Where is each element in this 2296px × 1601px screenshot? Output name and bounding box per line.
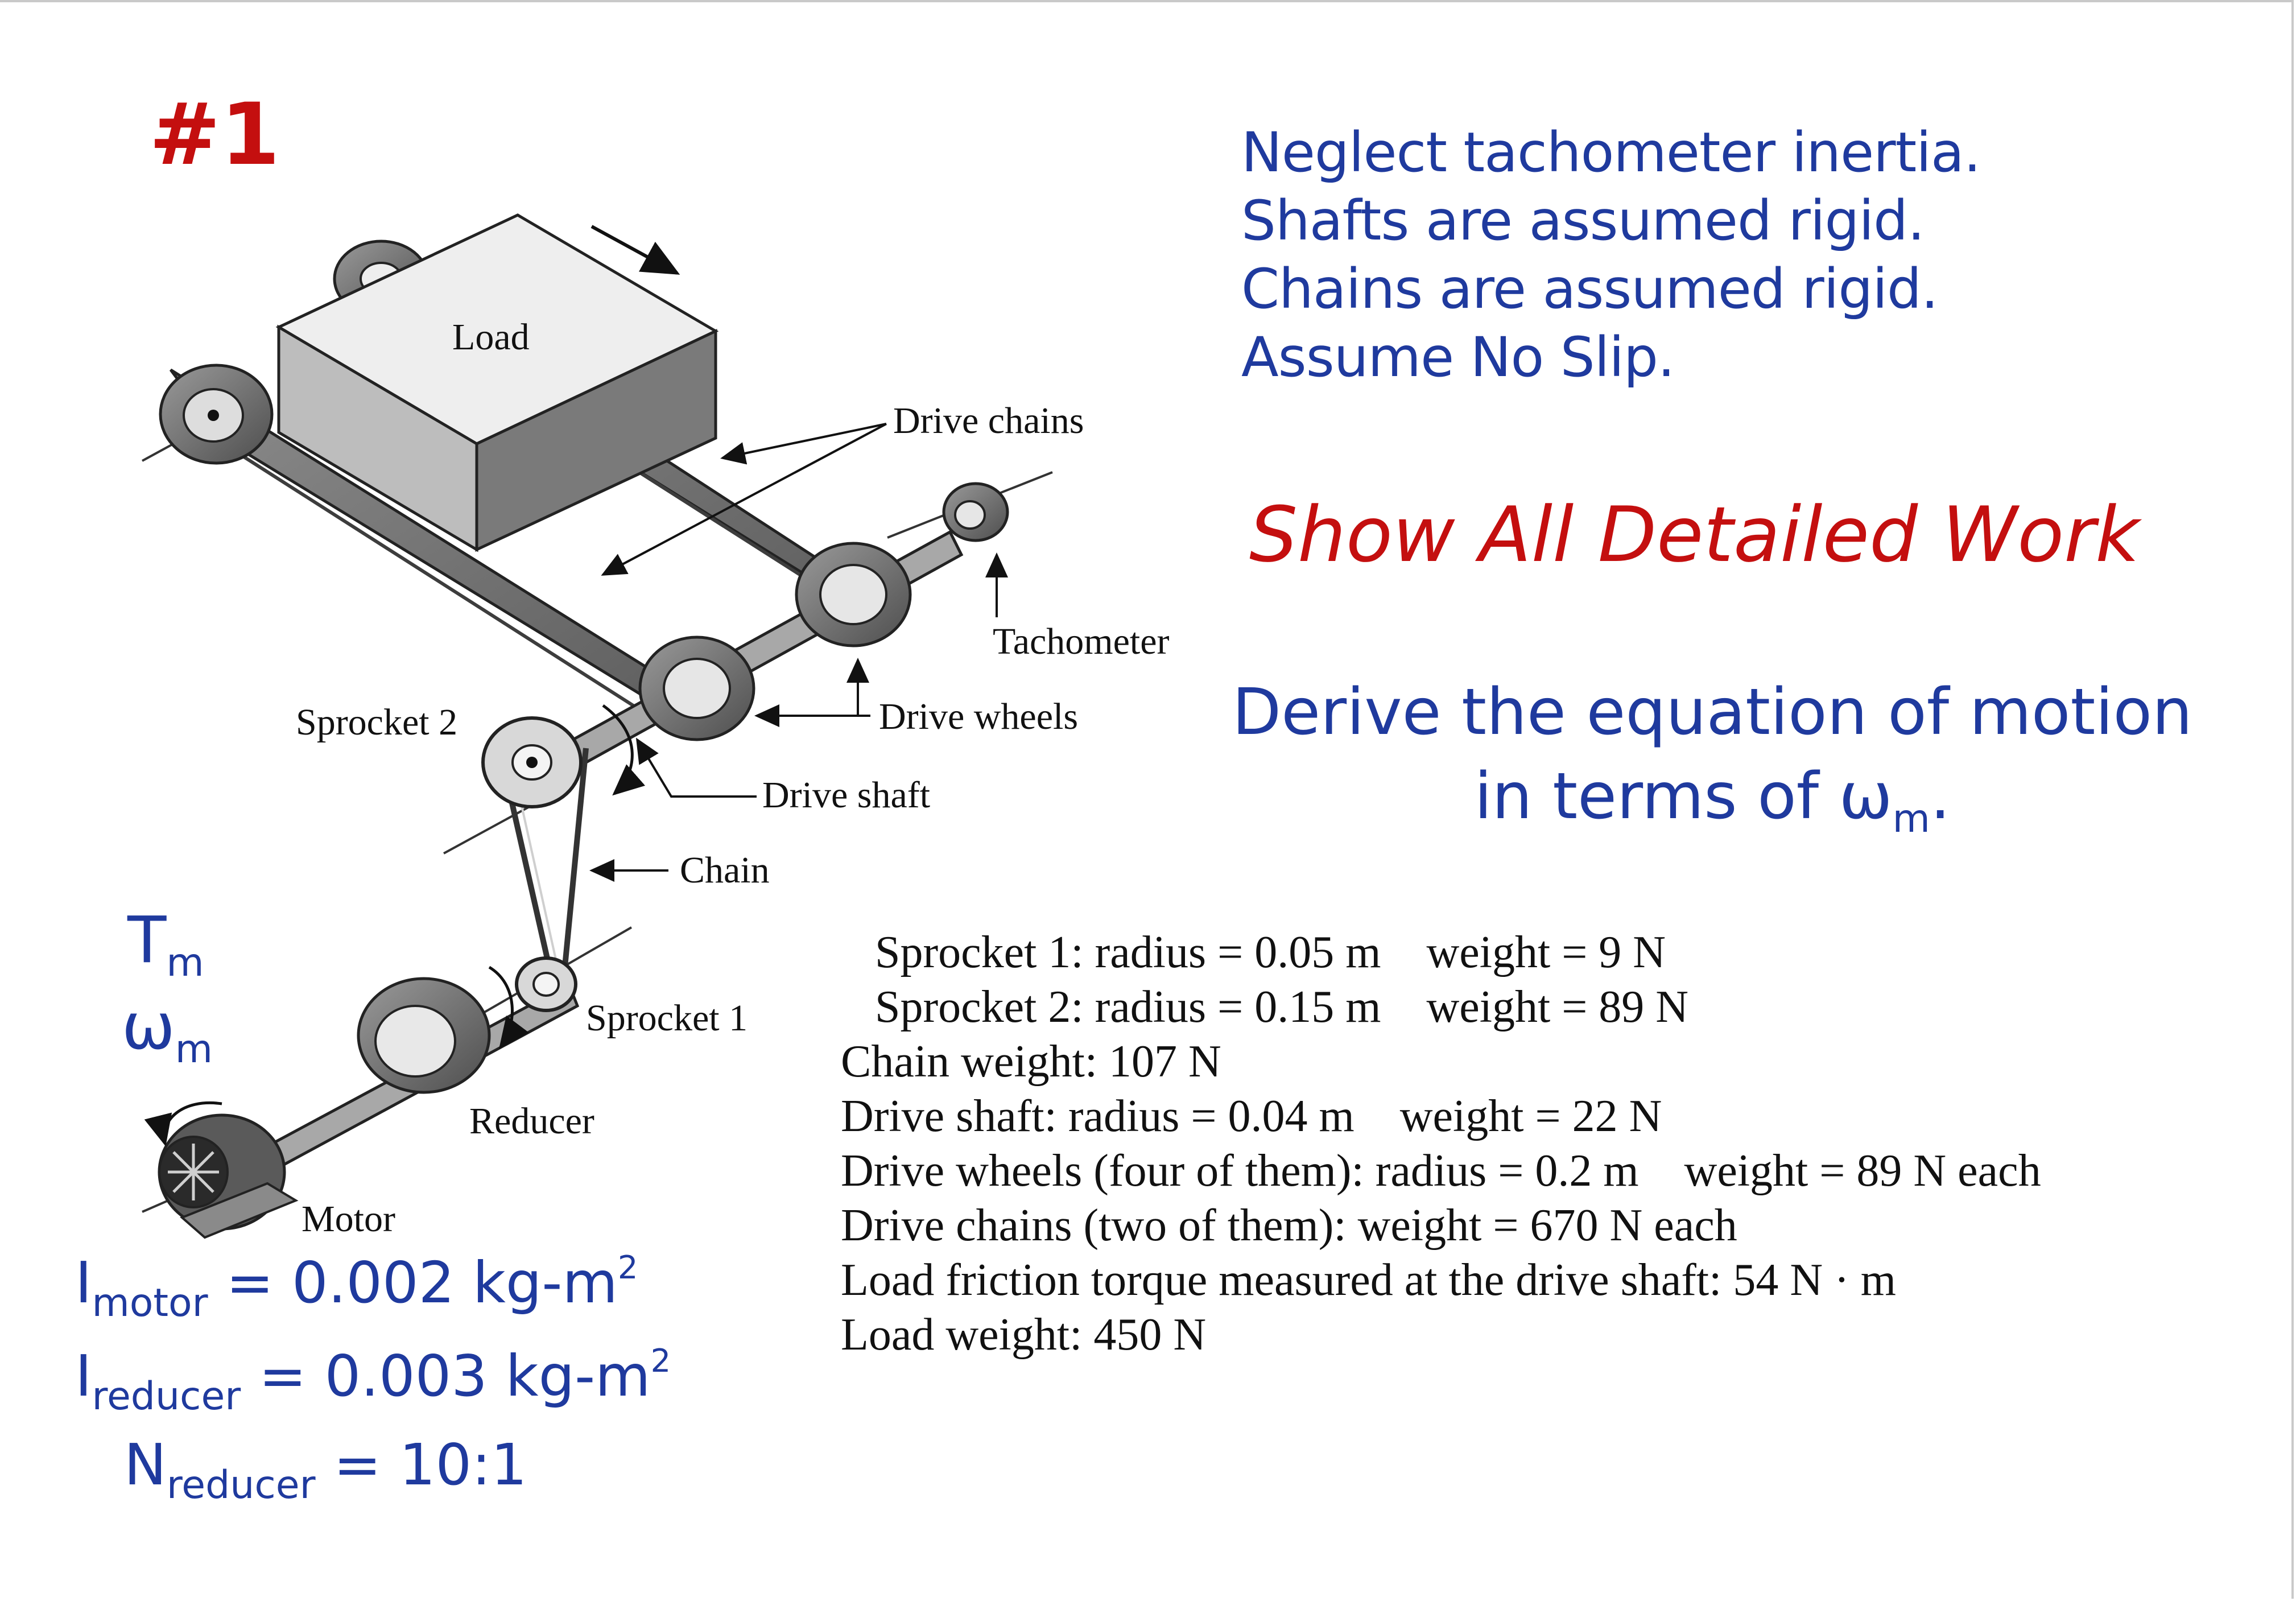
drive-wheels-label: Drive wheels [879,696,1079,737]
motor-inertia: Imotor = 0.002 kg-m2 [75,1249,638,1326]
assumption-item: Neglect tachometer inertia. [1241,121,1981,184]
motor-rotation-arrow [144,1101,222,1146]
motor-speed-symbol: ωm [122,990,213,1072]
parameter-list: Sprocket 1: radius = 0.05 m weight = 9 N… [841,925,2041,1362]
parameter-line: Drive wheels (four of them): radius = 0.… [841,1146,2041,1196]
drive-wheels [638,542,912,741]
motor-torque-symbol: Tm [127,903,204,985]
parameter-line: Load weight: 450 N [841,1310,1207,1360]
load-box [275,213,719,552]
motor-label: Motor [302,1198,395,1240]
reducer-inertia: Ireducer = 0.003 kg-m2 [75,1343,671,1419]
load-label: Load [452,316,530,358]
reducer [357,977,491,1094]
instruction-heading: Show All Detailed Work [1249,490,2140,579]
load-direction-arrow [590,225,680,275]
reducer-ratio: Nreducer = 10:1 [124,1431,527,1508]
tachometer-label: Tachometer [993,621,1170,662]
parameter-line: Load friction torque measured at the dri… [841,1255,1896,1305]
leader-lines [589,423,1008,882]
sprocket-1-label: Sprocket 1 [586,997,748,1039]
task-line-2: in terms of ωm. [1474,760,1951,841]
reducer-label: Reducer [469,1100,594,1142]
sprocket-1 [515,956,577,1012]
reducer-rotation-arrow [488,965,529,1050]
tachometer [942,482,1009,542]
drive-shaft-label: Drive shaft [762,774,931,816]
parameter-line: Chain weight: 107 N [841,1037,1221,1087]
conveyor-drive-diagram [142,213,1053,1239]
drive-shaft-rotation-arrow [602,704,646,796]
problem-number: #1 [149,85,280,184]
sprocket-2 [481,716,583,808]
chain-label: Chain [680,849,770,891]
motor [158,1113,299,1239]
parameter-line: Sprocket 2: radius = 0.15 m weight = 89 … [841,982,1689,1032]
assumption-item: Shafts are assumed rigid. [1241,189,1925,253]
assumption-item: Chains are assumed rigid. [1241,257,1938,321]
parameter-line: Sprocket 1: radius = 0.05 m weight = 9 N [841,927,1666,977]
task-statement: Derive the equation of motion in terms o… [1212,670,2213,861]
assumptions-list: Neglect tachometer inertia. Shafts are a… [1241,118,1981,391]
assumption-item: Assume No Slip. [1241,325,1675,389]
sprocket-2-label: Sprocket 2 [296,702,458,743]
parameter-line: Drive shaft: radius = 0.04 m weight = 22… [841,1091,1662,1141]
task-line-1: Derive the equation of motion [1232,675,2192,749]
drive-chains-label: Drive chains [893,400,1084,441]
parameter-line: Drive chains (two of them): weight = 670… [841,1200,1737,1251]
